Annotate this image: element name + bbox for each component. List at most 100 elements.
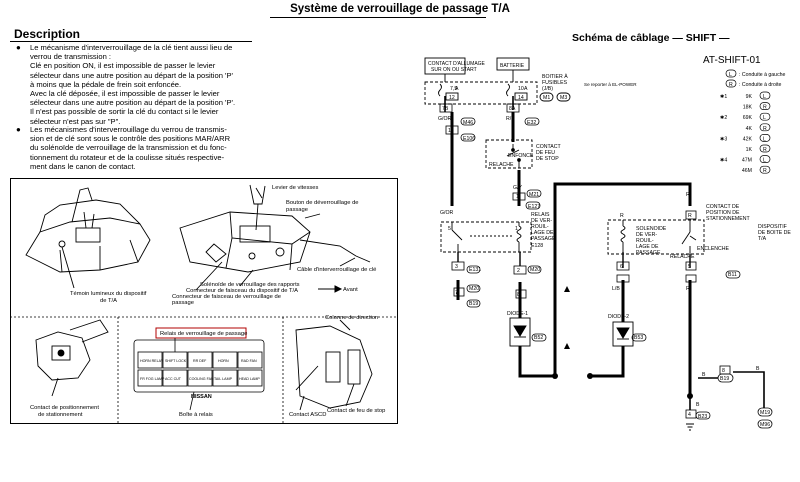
el-power-note: Se reporter à EL-POWER	[584, 82, 637, 87]
label-lamp-1: Témoin lumineux du dispositif	[70, 291, 147, 297]
label-released: RELACHE	[489, 162, 514, 168]
wires	[444, 96, 765, 410]
label-harness-2a: Connecteur de faisceau de verrouillage d…	[172, 294, 281, 300]
battery-label: BATTERIE	[500, 63, 525, 69]
conn-b23: B23	[698, 414, 707, 420]
conn-15: 15	[448, 128, 454, 134]
label-harness-1: Connecteur de faisceau du dispositif de …	[186, 288, 298, 294]
label-park-contact-1: Contact de positionnement	[30, 405, 99, 411]
legend-row-box	[759, 134, 771, 142]
legend-engine: 42K	[743, 136, 753, 142]
diode1-label: DIODE-1	[507, 311, 528, 317]
fuse-block-label-1: BOITIER À	[542, 73, 568, 80]
pin-3: 3	[455, 264, 458, 270]
line: à moins que la pédale de frein soit enfo…	[30, 79, 182, 89]
legend-row-box-text: L	[763, 136, 766, 142]
legend-engine: 69K	[743, 115, 753, 121]
legend-title-1: : Conduite à gauche	[739, 72, 786, 78]
relay-lbl-5: PASSAGE	[531, 236, 556, 242]
flow-arrows	[564, 286, 570, 349]
conn-m21: M21	[529, 192, 539, 198]
conn-b53: B53	[634, 335, 643, 341]
pin-5b: 5	[688, 264, 691, 270]
line: Avec la clé déposée, il est impossible d…	[30, 89, 220, 99]
label-solenoid: Solénoïde de verrouillage des rapports	[200, 282, 300, 288]
fuse-block-label-3: (J/B)	[542, 86, 553, 92]
legend-engine: 46M	[742, 168, 752, 174]
relay-coil	[516, 225, 522, 243]
wire-gy: G/Y	[513, 185, 522, 191]
device-3: T/A	[758, 236, 767, 242]
legend-engine: 47M	[742, 158, 752, 164]
sol-lbl-4: LAGE DE	[636, 244, 659, 250]
bullet-2: ●	[16, 125, 21, 134]
wiring-title: Schéma de câblage — SHIFT —	[572, 32, 730, 44]
legend-row-box-text: L	[763, 158, 766, 164]
park-sw-2: POSITION DE	[706, 210, 740, 216]
fuse-symbol-1	[438, 83, 442, 97]
pin-r-sol: R	[620, 213, 624, 219]
legend-row-box-text: L	[763, 94, 766, 100]
pin-7: 7	[455, 290, 458, 296]
fuse-cell: FR FOG LAMP	[140, 377, 165, 381]
legend-row-box	[759, 123, 771, 132]
front-arrow	[318, 285, 343, 293]
legend-engine: 9K	[746, 94, 753, 100]
legend-row-box	[759, 112, 771, 121]
conn-e32: E32	[527, 120, 536, 126]
label-ascd: Contact ASCD	[289, 412, 326, 418]
stop-switch-1: CONTACT	[536, 144, 562, 150]
shift-lock-relay	[440, 221, 532, 253]
line: ment dans le canon de contact.	[30, 161, 136, 171]
junction-dots	[552, 373, 693, 399]
ignition-label-1: CONTACT D'ALLUMAGE	[428, 61, 486, 67]
steering-column-drawing	[295, 319, 373, 411]
bullet-1: ●	[16, 43, 21, 52]
fuses	[438, 83, 571, 102]
fuse-cell: HEAD LAMP	[239, 377, 260, 381]
pin-4: 4	[688, 412, 691, 418]
device-2: DE BOITE DE	[758, 230, 791, 236]
conn-7b: 7B	[442, 106, 449, 112]
legend-engine: 18K	[743, 105, 753, 111]
legend: L R : Conduite à gauche : Conduite à dro…	[720, 69, 786, 174]
sol-lbl-5: PASSAGE	[636, 250, 661, 256]
fuse-cell: HORN	[218, 359, 229, 363]
line: sélecteur dans une autre position au dép…	[30, 70, 234, 80]
conn-m20b: M20	[469, 286, 479, 292]
label-steering-column: Colonne de direction	[325, 315, 378, 321]
relay-box-drawing	[133, 327, 265, 411]
label-park-contact-2: de stationnement	[38, 412, 83, 418]
conn-m46: M46	[463, 120, 473, 126]
conn-m20: M20	[530, 267, 540, 273]
brand-logo: NISSAN	[191, 394, 212, 400]
power-boxes	[424, 57, 538, 105]
label-release-button-2: passage	[286, 207, 308, 213]
label-harness-2b: passage	[172, 300, 194, 306]
line: tionnement du rotateur et de la coulisse…	[30, 152, 225, 162]
legend-row-box-text: R	[763, 126, 767, 132]
stop-lamp-switch	[485, 139, 533, 169]
fuse-symbol-2	[506, 83, 510, 97]
label-front: Avant	[343, 287, 358, 293]
fuse1-num: 12	[449, 95, 455, 101]
line: sion et de clé sont sous le contrôle des…	[30, 134, 231, 144]
line: du solénoïde de verrouillage de la trans…	[30, 143, 227, 153]
stop-switch-3: DE STOP	[536, 156, 559, 162]
figure-panels	[10, 316, 398, 424]
label-depressed: ENFONCE	[508, 153, 534, 159]
fuse2-num: 14	[518, 95, 524, 101]
wire-b-2: B	[756, 366, 760, 372]
park-sw-1: CONTACT DE	[706, 204, 740, 210]
page-title: Système de verrouillage de passage T/A	[290, 3, 510, 15]
fuse-cell: HORN RELAY	[140, 359, 164, 363]
fuse-cell: ACC CUT	[165, 377, 182, 381]
solenoid-coil	[620, 225, 626, 243]
line: verrou de transmission :	[30, 52, 112, 62]
relay-lbl-3: ROUIL-	[531, 224, 549, 230]
